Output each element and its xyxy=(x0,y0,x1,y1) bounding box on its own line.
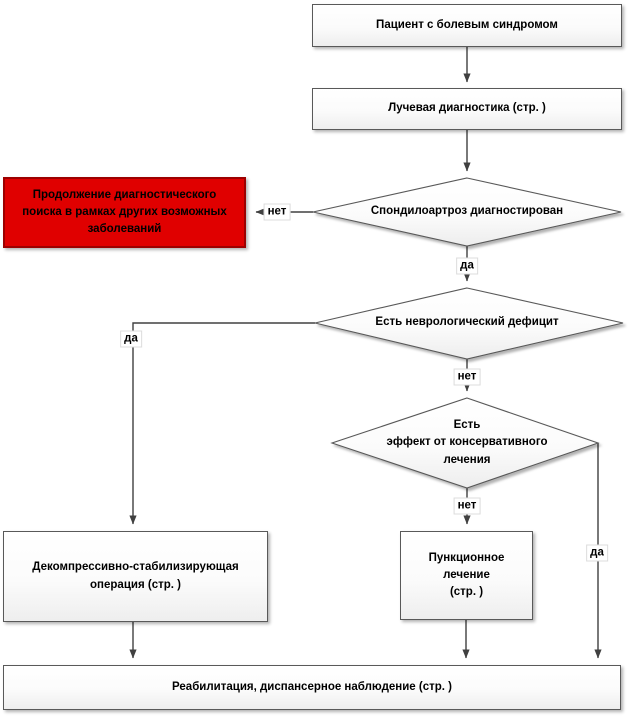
node-continue-diagnostic-search: Продолжение диагностического поиска в ра… xyxy=(3,177,246,248)
node-decompressive-stabilizing-operation: Декомпрессивно-стабилизирующая операция … xyxy=(3,531,268,622)
node-patient-pain-syndrome: Пациент с болевым синдромом xyxy=(312,4,622,47)
edge-label-no-neuro-deficit: нет xyxy=(453,368,481,386)
node-radiology-diagnostics: Лучевая диагностика (стр. ) xyxy=(312,88,622,130)
decision-neurological-deficit-shape xyxy=(314,287,624,360)
edge-label-yes-neuro-deficit: да xyxy=(120,330,142,348)
node-rehabilitation-observation: Реабилитация, диспансерное наблюдение (с… xyxy=(3,665,621,710)
node-puncture-treatment: Пункционное лечение (стр. ) xyxy=(400,531,533,620)
edge-label-no-conservative: нет xyxy=(453,497,481,515)
edge-label-yes-diagnosed: да xyxy=(456,257,478,275)
decision-spondyloarthrosis-diagnosed-shape xyxy=(312,177,622,247)
edge-label-no-diagnosed: нет xyxy=(263,203,291,221)
edge-label-yes-conservative: да xyxy=(586,544,608,562)
arrow-neuro-yes-to-operation xyxy=(129,322,315,525)
decision-conservative-effect-shape xyxy=(330,397,600,489)
